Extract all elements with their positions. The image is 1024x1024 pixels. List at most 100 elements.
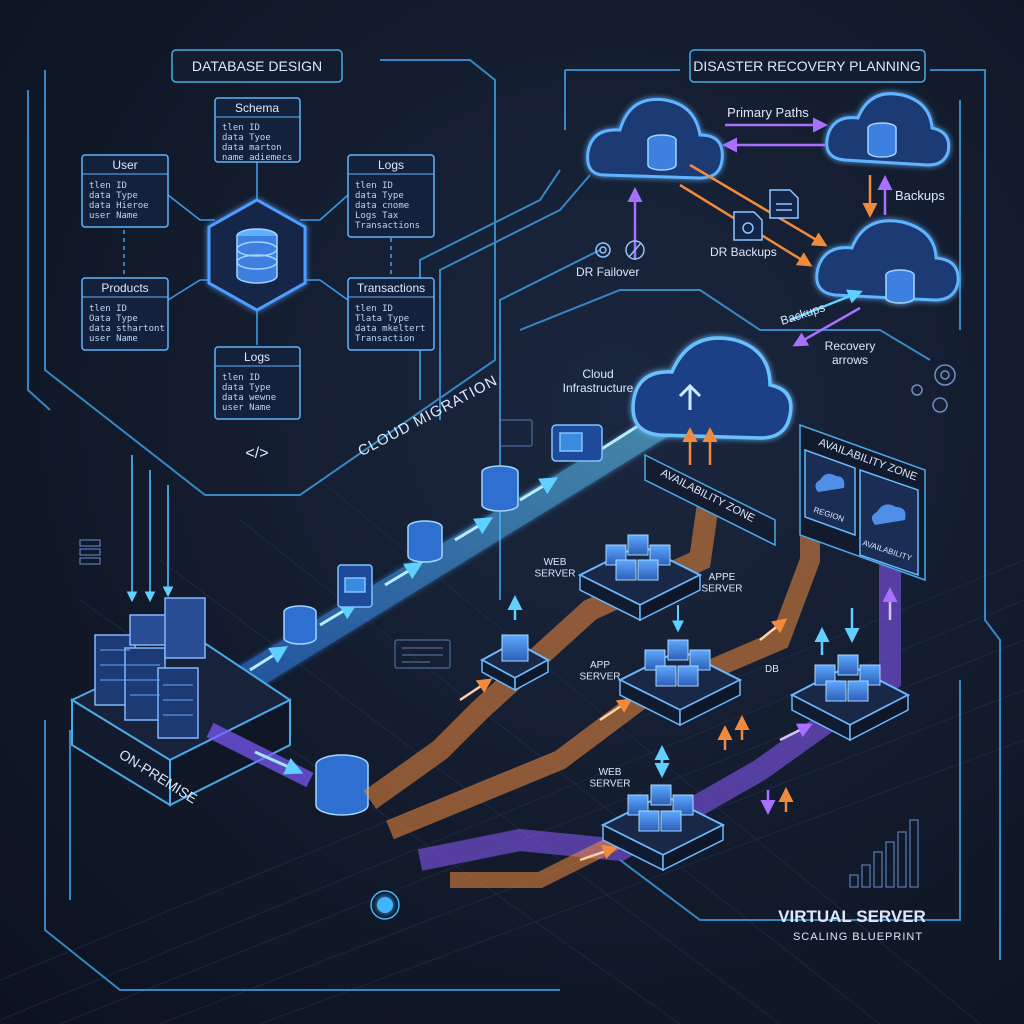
table-field: name adiemecs	[222, 153, 292, 163]
migration-node-db-2	[407, 520, 443, 563]
table-field: tlen ID	[355, 304, 393, 314]
backups-label: Backups	[895, 188, 945, 203]
table-products: Products tlen ID Oata Type data stharton…	[81, 277, 169, 351]
availability-cloud-icon	[871, 504, 906, 525]
bar-chart-icon	[849, 819, 919, 888]
cyan-arrow	[254, 750, 304, 775]
region-tile: REGION	[804, 448, 856, 537]
migration-node-db-1	[283, 605, 317, 645]
table-field: user Name	[89, 334, 138, 344]
table-field: tlen ID	[355, 181, 393, 191]
cloud-infrastructure-icon	[631, 336, 793, 440]
table-field: user Name	[89, 211, 138, 221]
availability-tile: AVAILABILITY	[859, 468, 919, 577]
cluster-small-left	[479, 595, 551, 692]
table-logs-bottom: Logs tlen ID data Type data wewne user N…	[214, 346, 301, 420]
gear-icon	[595, 242, 611, 258]
migration-node-db-3	[481, 465, 519, 512]
primary-cloud-icon	[586, 97, 724, 180]
database-hub	[207, 198, 307, 312]
database-icon	[236, 228, 278, 284]
table-field: tlen ID	[89, 181, 127, 191]
table-field: Oata Type	[89, 314, 138, 324]
dr-arrows	[627, 117, 893, 347]
table-field: data Tyoe	[222, 133, 271, 143]
table-field: data mkeltert	[355, 324, 425, 334]
table-schema: Schema tlen ID data Tyoe data marton nam…	[214, 97, 301, 163]
blocked-icon	[625, 240, 645, 260]
footer-subtitle: SCALING BLUEPRINT	[793, 931, 923, 943]
on-premise-server-rack	[94, 597, 206, 739]
table-field: data sthartont	[89, 324, 165, 334]
cluster-web-top	[577, 534, 703, 622]
table-field: user Name	[222, 403, 271, 413]
dr-title: DISASTER RECOVERY PLANNING	[693, 58, 920, 74]
table-name: Products	[101, 281, 148, 295]
table-field: Transactions	[355, 221, 420, 231]
dr-backups-label: DR Backups	[710, 245, 777, 259]
table-field: data wewne	[222, 393, 276, 403]
stack-icon	[79, 539, 101, 565]
table-field: Tlata Type	[355, 314, 409, 324]
settings-gear-icon	[911, 364, 956, 413]
code-icon: </>	[245, 445, 268, 462]
database-design-title: DATABASE DESIGN	[192, 58, 322, 74]
table-name: User	[112, 158, 137, 172]
dr-cloud-icon	[815, 219, 960, 304]
table-field: tlen ID	[89, 304, 127, 314]
database-design-title-box	[171, 49, 343, 83]
table-name: Schema	[235, 101, 279, 115]
footer-title: VIRTUAL SERVER	[778, 907, 926, 926]
cluster-app-mid	[617, 605, 743, 727]
load-balancer-node	[315, 754, 369, 816]
decor-panel	[394, 419, 533, 669]
table-transactions: Transactions tlen ID Tlata Type data mke…	[347, 277, 435, 351]
table-name: Logs	[378, 158, 404, 172]
database-design-section: DATABASE DESIGN Schema	[81, 49, 435, 462]
network-node-icon	[370, 890, 400, 920]
table-logs-top: Logs tlen ID data Type data cnome Logs T…	[347, 154, 435, 238]
dr-failover-label: DR Failover	[576, 265, 639, 279]
purple-path-2	[417, 560, 901, 871]
table-field: data Type	[355, 191, 404, 201]
primary-paths-label: Primary Paths	[727, 105, 809, 120]
table-name: Logs	[244, 350, 270, 364]
circuit-frames	[27, 59, 1001, 991]
footer: VIRTUAL SERVER SCALING BLUEPRINT	[778, 907, 926, 943]
document-icon	[769, 189, 799, 219]
region-cloud-icon	[815, 473, 845, 492]
table-field: Logs Tax	[355, 211, 399, 221]
cluster-web-bottom	[600, 715, 794, 872]
cluster-db	[789, 608, 911, 742]
table-user: User tlen ID data Type data Hieroe user …	[81, 154, 169, 228]
availability-zone-panel: AVAILABILITY ZONE REGION AVAILABILITY	[799, 423, 926, 582]
table-name: Transactions	[357, 281, 425, 295]
db-label: DB	[765, 664, 779, 675]
table-field: tlen ID	[222, 373, 260, 383]
table-field: tlen ID	[222, 123, 260, 133]
backups-diagonal-label: Backups	[779, 300, 827, 328]
table-field: data Type	[222, 383, 271, 393]
migration-node-server	[337, 564, 373, 608]
table-field: data cnome	[355, 201, 409, 211]
document-sync-icon	[733, 211, 763, 241]
table-field: data marton	[222, 143, 282, 153]
disaster-recovery-section: DISASTER RECOVERY PLANNING	[576, 49, 960, 367]
table-field: data Type	[89, 191, 138, 201]
dr-title-box	[689, 49, 926, 83]
migration-node-server-2	[551, 424, 603, 462]
left-vertical-arrows	[126, 455, 174, 603]
orange-path-bottom	[450, 832, 624, 888]
cloud-migration-label: CLOUD MIGRATION	[355, 372, 500, 460]
backup-cloud-icon	[825, 92, 951, 167]
table-field: data Hieroe	[89, 201, 149, 211]
table-field: Transaction	[355, 334, 415, 344]
